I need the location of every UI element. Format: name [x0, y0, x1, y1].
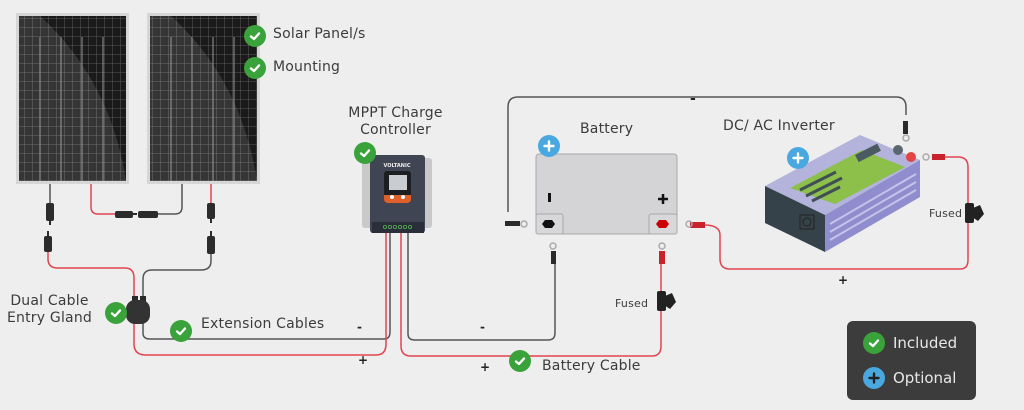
legend-label-optional: Optional	[893, 369, 957, 387]
sign-plus-battery: +	[480, 360, 491, 374]
mc4-connectors	[44, 203, 215, 254]
mppt-controller: VOLTANIC	[362, 155, 432, 233]
label-extension-cables: Extension Cables	[201, 316, 325, 332]
included-badge-mppt	[354, 142, 376, 164]
label-gland: Dual Cable Entry Gland	[2, 293, 97, 327]
label-inverter: DC/ AC Inverter	[723, 118, 835, 134]
sign-minus-battery: -	[480, 320, 485, 334]
solar-panel-1	[16, 13, 129, 184]
legend-optional-badge	[863, 367, 885, 389]
included-badge-mounting	[244, 57, 266, 79]
label-battery-cable: Battery Cable	[542, 358, 641, 374]
legend-item-optional: Optional	[863, 367, 956, 389]
legend-item-included: Included	[863, 332, 957, 354]
fuse-holder-inverter	[965, 203, 984, 223]
brand-text: VOLTANIC	[384, 163, 411, 169]
fuse-holder-battery	[657, 291, 676, 311]
label-mounting: Mounting	[273, 59, 341, 75]
inverter	[765, 135, 920, 252]
mppt-label-line2: Controller	[360, 122, 431, 138]
label-fused-battery: Fused	[615, 297, 649, 310]
label-fused-inverter: Fused	[929, 207, 963, 220]
sign-minus-inverter: -	[690, 91, 696, 107]
legend-label-included: Included	[893, 334, 958, 352]
sign-plus-extension: +	[358, 353, 369, 367]
panel-wires	[47, 96, 969, 357]
check-icon	[359, 149, 371, 158]
label-solar-panels: Solar Panel/s	[273, 26, 366, 42]
ring-terminals	[505, 121, 945, 264]
check-icon	[249, 32, 261, 41]
check-icon	[514, 357, 526, 366]
cable-entry-gland	[126, 296, 150, 324]
check-icon	[110, 309, 122, 318]
optional-badge-inverter	[787, 147, 809, 169]
gland-label-line2: Entry Gland	[7, 310, 92, 326]
plus-icon	[543, 140, 555, 152]
solar-panel-2	[147, 13, 260, 184]
included-badge-extension	[170, 320, 192, 342]
legend-included-badge	[863, 332, 885, 354]
legend: Included Optional	[847, 321, 976, 400]
optional-badge-battery	[538, 135, 560, 157]
label-battery: Battery	[580, 121, 634, 137]
battery	[535, 153, 678, 235]
positive-terminal	[656, 220, 669, 228]
included-badge-gland	[105, 302, 127, 324]
sign-plus-inverter: +	[838, 273, 849, 287]
sign-minus-extension: -	[357, 320, 362, 334]
plus-icon	[868, 372, 880, 384]
included-badge-battery-cable	[509, 350, 531, 372]
label-mppt: MPPT Charge Controller	[348, 105, 443, 139]
check-icon	[868, 339, 880, 348]
gland-label-line1: Dual Cable	[10, 293, 89, 309]
negative-terminal	[542, 220, 555, 228]
mppt-label-line1: MPPT Charge	[348, 105, 443, 121]
included-badge-solar	[244, 25, 266, 47]
plus-icon	[792, 152, 804, 164]
check-icon	[175, 327, 187, 336]
check-icon	[249, 64, 261, 73]
